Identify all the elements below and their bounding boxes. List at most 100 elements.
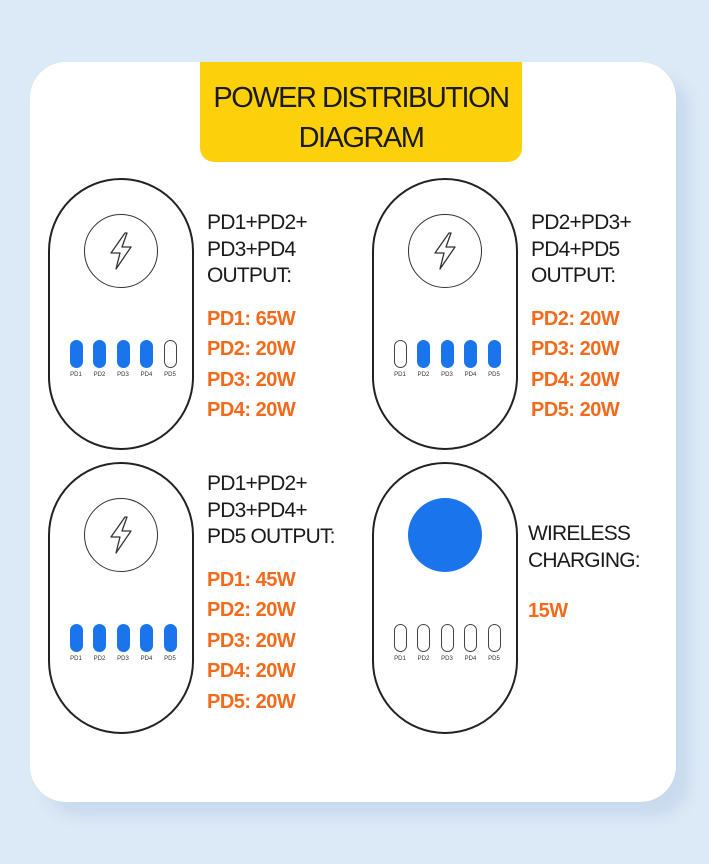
port-pd2: PD2	[91, 624, 109, 662]
port-inactive-indicator	[393, 340, 407, 368]
output-list: 15W	[528, 596, 640, 627]
output-value: PD1: 65W	[207, 307, 296, 330]
port-pd2: PD2	[91, 340, 109, 378]
port-label: PD2	[93, 372, 106, 378]
port-label: PD5	[164, 656, 176, 662]
output-value: PD3: 20W	[207, 368, 296, 391]
port-active-indicator	[93, 340, 106, 368]
port-pd2: PD2	[415, 340, 433, 378]
port-inactive-indicator	[487, 624, 501, 652]
heading-line: OUTPUT:	[531, 264, 616, 287]
port-pd4: PD4	[138, 624, 156, 662]
port-pd1: PD1	[67, 340, 85, 378]
output-value: PD5: 20W	[531, 399, 620, 421]
port-label: PD2	[417, 372, 430, 378]
wireless-pad	[84, 214, 158, 288]
port-label: PD5	[164, 372, 176, 378]
mode-heading: PD1+PD2+ PD3+PD4+ PD5 OUTPUT:	[207, 471, 336, 551]
output-value: PD3: 20W	[531, 338, 620, 360]
port-label: PD3	[441, 372, 453, 378]
port-active-indicator	[116, 340, 130, 368]
port-inactive-indicator	[417, 624, 430, 652]
port-label: PD3	[117, 372, 129, 378]
output-value: PD2: 20W	[531, 307, 620, 330]
output-value: PD4: 20W	[531, 368, 620, 391]
output-value: 15W	[528, 600, 568, 622]
port-pd3: PD3	[438, 340, 456, 378]
port-pd2: PD2	[415, 624, 433, 662]
port-active-indicator	[487, 340, 501, 368]
output-value: PD4: 20W	[207, 660, 296, 682]
panel-text-pd1-5: PD1+PD2+ PD3+PD4+ PD5 OUTPUT: PD1: 45W PD2: …	[207, 471, 336, 718]
lightning-bolt-icon	[434, 232, 456, 270]
port-label: PD5	[488, 372, 500, 378]
lightning-bolt-icon	[110, 516, 132, 554]
port-active-indicator	[163, 624, 177, 652]
port-label: PD1	[70, 372, 82, 378]
charger-diagram-pd2-5: PD1 PD2 PD3 PD4 PD5	[372, 178, 518, 450]
lightning-bolt-icon	[110, 232, 132, 270]
output-list: PD1: 65W PD2: 20W PD3: 20W PD4: 20W	[207, 304, 307, 426]
port-inactive-indicator	[464, 624, 477, 652]
wireless-pad	[408, 214, 482, 288]
port-pd4: PD4	[138, 340, 156, 378]
port-active-indicator	[116, 624, 130, 652]
output-value: PD3: 20W	[207, 629, 296, 652]
heading-line: PD5 OUTPUT:	[207, 525, 336, 548]
wireless-pad	[84, 498, 158, 572]
port-label: PD3	[441, 656, 453, 662]
port-active-indicator	[440, 340, 454, 368]
usb-c-ports: PD1 PD2 PD3 PD4 PD5	[391, 340, 503, 378]
output-value: PD2: 20W	[207, 599, 296, 621]
wireless-pad	[408, 498, 482, 572]
port-pd4: PD4	[462, 624, 480, 662]
port-pd5: PD5	[485, 624, 503, 662]
heading-line: PD3+PD4+	[207, 498, 308, 522]
port-pd5: PD5	[161, 340, 179, 378]
port-active-indicator	[93, 624, 106, 652]
heading-line: PD3+PD4	[207, 237, 296, 261]
output-list: PD2: 20W PD3: 20W PD4: 20W PD5: 20W	[531, 304, 631, 426]
port-label: PD1	[394, 372, 406, 378]
heading-line: PD2+PD3+	[531, 211, 632, 234]
port-inactive-indicator	[440, 624, 454, 652]
port-inactive-indicator	[163, 340, 177, 368]
port-label: PD2	[93, 656, 106, 662]
output-value: PD2: 20W	[207, 338, 296, 360]
port-pd3: PD3	[114, 624, 132, 662]
port-pd1: PD1	[391, 340, 409, 378]
port-active-indicator	[69, 624, 83, 652]
port-active-indicator	[417, 340, 430, 368]
heading-line: OUTPUT:	[207, 264, 292, 287]
port-label: PD1	[394, 656, 406, 662]
output-value: PD1: 45W	[207, 568, 296, 591]
port-label: PD5	[488, 656, 500, 662]
port-pd3: PD3	[114, 340, 132, 378]
heading-line: WIRELESS	[528, 522, 631, 545]
port-active-indicator	[69, 340, 83, 368]
port-inactive-indicator	[393, 624, 407, 652]
output-value: PD5: 20W	[207, 690, 296, 713]
output-value: PD4: 20W	[207, 399, 296, 421]
title-line-2: DIAGRAM	[298, 122, 425, 154]
port-label: PD4	[464, 372, 477, 378]
port-active-indicator	[464, 340, 477, 368]
title-line-1: POWER DISTRIBUTION	[213, 82, 510, 114]
port-label: PD2	[417, 656, 430, 662]
port-label: PD4	[140, 656, 153, 662]
output-list: PD1: 45W PD2: 20W PD3: 20W PD4: 20W PD5: 20W	[207, 565, 335, 718]
port-pd3: PD3	[438, 624, 456, 662]
heading-line: PD1+PD2+	[207, 472, 308, 495]
port-pd4: PD4	[462, 340, 480, 378]
port-pd1: PD1	[391, 624, 409, 662]
